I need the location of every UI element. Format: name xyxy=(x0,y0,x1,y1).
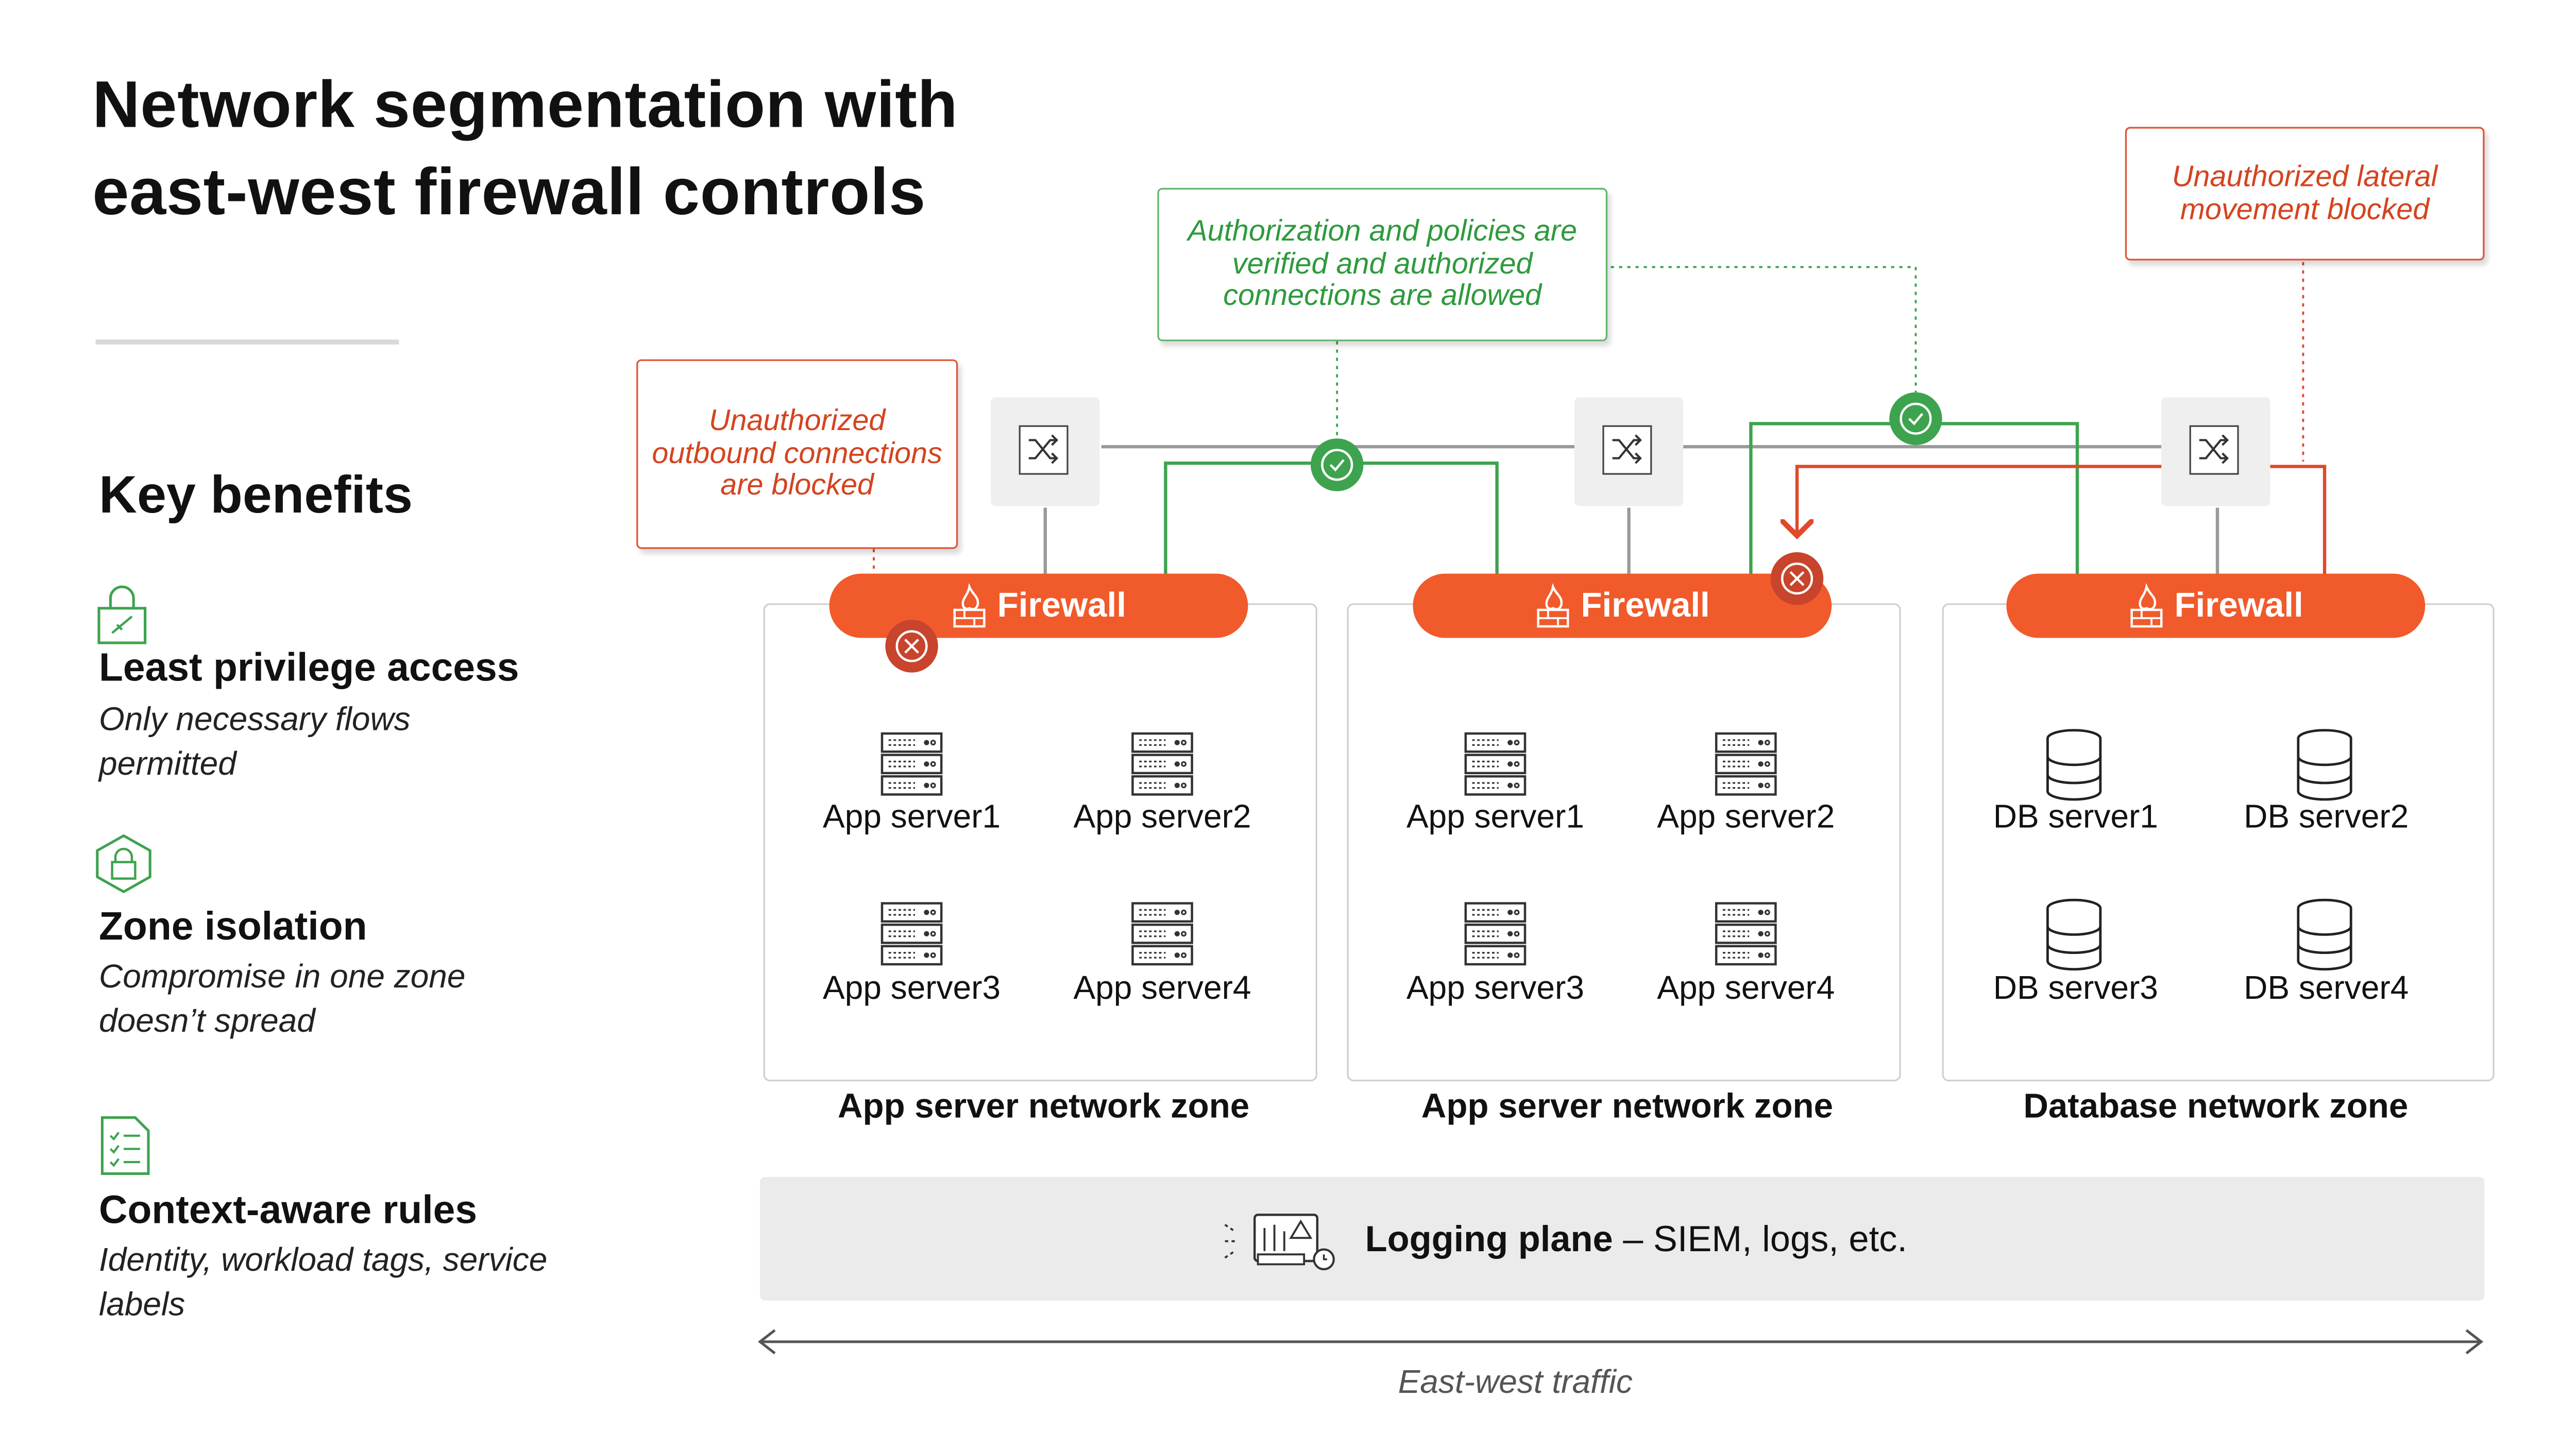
callout-lateral-blocked: Unauthorized lateral movement blocked xyxy=(2125,127,2485,261)
benefit-description: Only necessary flows permitted xyxy=(99,702,411,783)
firewall-badge: Firewall xyxy=(2006,573,2426,638)
switch-icon xyxy=(2189,425,2239,475)
zone-label: App server network zone xyxy=(838,1088,1250,1126)
server-label: DB server1 xyxy=(1993,799,2158,836)
switch-icon xyxy=(1602,425,1652,475)
server-label: App server1 xyxy=(823,799,1001,836)
server-label: App server3 xyxy=(823,970,1001,1008)
server-label: App server1 xyxy=(1406,799,1584,836)
allowed-check-icon xyxy=(1311,438,1364,491)
zone-box-db xyxy=(1942,603,2495,1082)
blocked-x-icon xyxy=(1770,552,1824,605)
database-icon xyxy=(2044,898,2104,979)
server-icon xyxy=(1131,732,1194,806)
server-icon xyxy=(1715,901,1777,976)
server-label: App server3 xyxy=(1406,970,1584,1008)
east-west-traffic-label: East-west traffic xyxy=(1398,1365,1633,1401)
benefit-description: Identity, workload tags, service labels xyxy=(99,1242,548,1324)
zone-box-app-1 xyxy=(763,603,1317,1082)
firewall-label: Firewall xyxy=(2174,586,2303,624)
title-divider xyxy=(95,339,399,345)
page-title: Network segmentation with east-west fire… xyxy=(92,69,958,229)
server-label: DB server3 xyxy=(1993,970,2158,1008)
database-icon xyxy=(2295,728,2354,809)
firewall-icon xyxy=(953,583,986,627)
server-icon xyxy=(880,732,943,806)
firewall-label: Firewall xyxy=(997,586,1126,624)
server-label: DB server4 xyxy=(2244,970,2409,1008)
firewall-label: Firewall xyxy=(1581,586,1710,624)
database-icon xyxy=(2044,728,2104,809)
benefit-title: Zone isolation xyxy=(99,905,367,950)
network-switch xyxy=(991,397,1100,506)
logging-plane-title: Logging plane xyxy=(1365,1218,1613,1259)
server-label: App server2 xyxy=(1657,799,1835,836)
zone-label: App server network zone xyxy=(1421,1088,1833,1126)
lock-icon xyxy=(96,580,148,654)
monitoring-icon xyxy=(1222,1208,1340,1283)
firewall-badge: Firewall xyxy=(1413,573,1832,638)
benefit-title: Least privilege access xyxy=(99,646,519,691)
key-benefits-heading: Key benefits xyxy=(99,465,413,524)
logging-plane-desc: – SIEM, logs, etc. xyxy=(1613,1218,1907,1259)
logging-plane xyxy=(760,1177,2485,1301)
callout-outbound-blocked: Unauthorized outbound connections are bl… xyxy=(636,359,958,549)
server-label: App server4 xyxy=(1073,970,1251,1008)
server-icon xyxy=(1715,732,1777,806)
server-icon xyxy=(1464,732,1527,806)
callout-authorized-allowed: Authorization and policies are verified … xyxy=(1157,187,1607,342)
network-switch xyxy=(1574,397,1684,506)
logging-plane-label: Logging plane – SIEM, logs, etc. xyxy=(1365,1218,1907,1261)
server-label: App server4 xyxy=(1657,970,1835,1008)
benefit-title: Context-aware rules xyxy=(99,1188,478,1233)
checklist-icon xyxy=(99,1114,151,1185)
server-icon xyxy=(1131,901,1194,976)
server-icon xyxy=(1464,901,1527,976)
database-icon xyxy=(2295,898,2354,979)
shield-lock-icon xyxy=(94,832,153,904)
server-label: DB server2 xyxy=(2244,799,2409,836)
allowed-check-icon xyxy=(1889,392,1942,445)
server-label: App server2 xyxy=(1073,799,1251,836)
server-icon xyxy=(880,901,943,976)
firewall-icon xyxy=(1537,583,1569,627)
zone-box-app-2 xyxy=(1347,603,1901,1082)
switch-icon xyxy=(1019,425,1069,475)
zone-label: Database network zone xyxy=(2023,1088,2409,1126)
firewall-icon xyxy=(2130,583,2163,627)
benefit-description: Compromise in one zone doesn’t spread xyxy=(99,959,466,1041)
network-switch xyxy=(2161,397,2270,506)
blocked-x-icon xyxy=(885,620,938,673)
